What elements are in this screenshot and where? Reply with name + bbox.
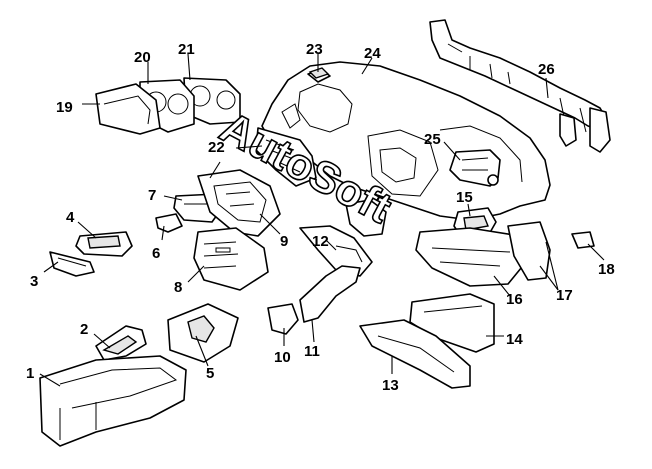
callout-23: 23 — [306, 41, 323, 58]
part-6-clip — [155, 213, 183, 233]
callout-5: 5 — [206, 365, 214, 382]
callout-16: 16 — [506, 291, 523, 308]
callout-3: 3 — [30, 273, 38, 290]
callout-15: 15 — [456, 189, 473, 206]
part-17-side-trim — [507, 221, 551, 281]
callout-17: 17 — [556, 287, 573, 304]
leader-lines — [39, 53, 605, 387]
callout-18: 18 — [598, 261, 615, 278]
part-26-crossbeam — [429, 19, 611, 153]
part-13-lower-cover — [359, 319, 471, 389]
part-2-console-lid — [95, 325, 147, 361]
callout-21: 21 — [178, 41, 195, 58]
callout-10: 10 — [274, 349, 291, 366]
part-10-bracket — [267, 303, 299, 335]
callout-24: 24 — [364, 45, 381, 62]
part-9-center-bezel — [197, 169, 281, 237]
part-23-speaker-cap — [307, 67, 331, 83]
callout-7: 7 — [148, 187, 156, 204]
part-4-bracket — [75, 231, 133, 257]
callout-19: 19 — [56, 99, 73, 116]
callout-11: 11 — [304, 343, 320, 360]
callout-20: 20 — [134, 49, 151, 66]
callout-26: 26 — [538, 61, 555, 78]
part-1-center-console — [39, 355, 187, 447]
callout-6: 6 — [152, 245, 160, 262]
part-18-clip — [571, 231, 595, 249]
part-25-airbag-module — [449, 149, 501, 187]
part-8-audio-unit — [193, 227, 269, 291]
callout-22: 22 — [208, 139, 225, 156]
callout-1: 1 — [26, 365, 34, 382]
callout-12: 12 — [312, 233, 329, 250]
part-16-glovebox-lid — [415, 227, 527, 287]
part-22-vent-panel — [255, 127, 317, 187]
callout-13: 13 — [382, 377, 399, 394]
part-12-duct — [299, 199, 387, 277]
part-5-shift-panel — [167, 303, 239, 363]
callout-4: 4 — [66, 209, 75, 226]
callout-8: 8 — [174, 279, 182, 296]
part-11-long-duct — [299, 265, 361, 323]
callout-9: 9 — [280, 233, 288, 250]
callout-14: 14 — [506, 331, 523, 348]
callout-25: 25 — [424, 131, 441, 148]
part-3-bracket — [49, 251, 95, 277]
callout-2: 2 — [80, 321, 88, 338]
part-19-meter-hood — [95, 83, 161, 135]
